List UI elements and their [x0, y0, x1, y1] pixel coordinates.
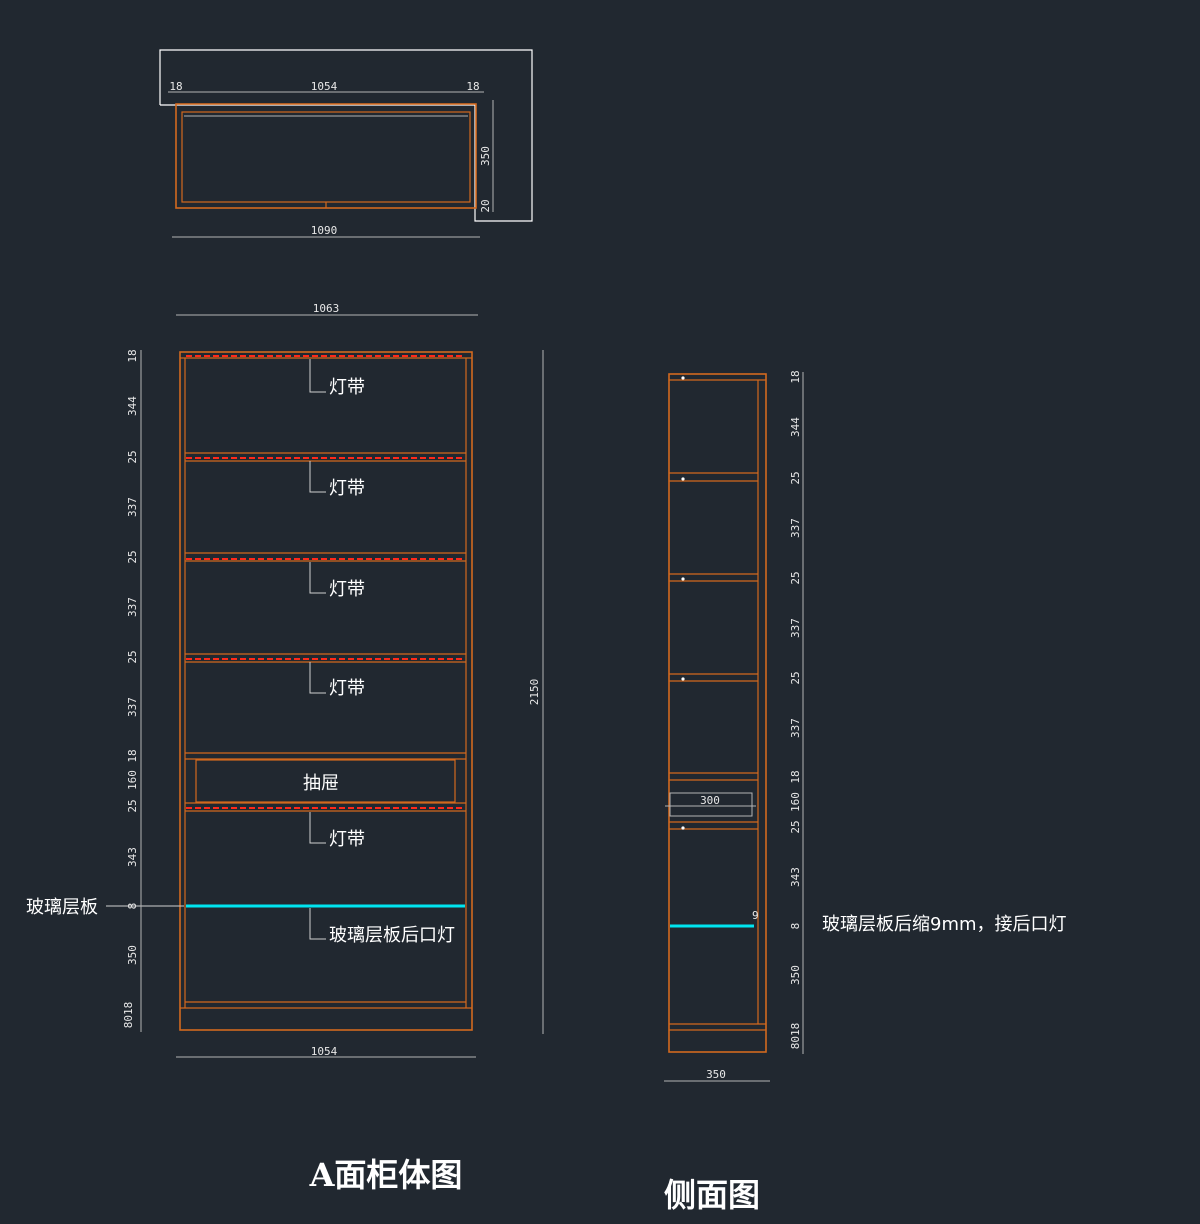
led-dot — [681, 376, 685, 380]
led-dot — [681, 577, 685, 581]
side-glass-note: 玻璃层板后缩9mm，接后口灯 — [822, 914, 1067, 935]
plan-cabinet-inner — [181, 111, 471, 203]
led-label: 灯带 — [329, 377, 365, 398]
front-vdim: 25 — [126, 450, 139, 463]
led-label: 灯带 — [329, 678, 365, 699]
plan-dim-total: 1090 — [311, 224, 338, 237]
plan-dim-left: 18 — [169, 80, 182, 93]
side-vdim: 25 — [789, 671, 802, 684]
side-drawer-box — [669, 792, 753, 817]
led-label: 灯带 — [329, 579, 365, 600]
front-vdim: 337 — [126, 597, 139, 617]
plan-dim-mid: 1054 — [311, 80, 338, 93]
side-dim-glass-offset: 9 — [752, 909, 759, 922]
plan-wall-outline — [159, 49, 533, 222]
led-label: 灯带 — [329, 478, 365, 499]
front-vdim: 350 — [126, 945, 139, 965]
led-dot — [681, 677, 685, 681]
front-vdim: 25 — [126, 799, 139, 812]
side-view-title: 侧面图 — [664, 1176, 760, 1214]
side-vdim: 25 — [789, 471, 802, 484]
front-dim-width-bottom: 1054 — [311, 1045, 338, 1058]
side-vdim: 337 — [789, 518, 802, 538]
led-leader — [309, 562, 326, 594]
glass-shelf-label: 玻璃层板 — [26, 897, 98, 918]
plan-view: 18 1054 18 350 20 1090 — [159, 49, 533, 238]
front-cabinet-outline — [179, 351, 473, 1031]
front-drawer — [195, 759, 456, 803]
led-leader — [309, 359, 326, 393]
front-vdim: 25 — [126, 650, 139, 663]
led-leader — [309, 662, 326, 694]
side-elevation: 300 9 18 344 25 337 25 337 25 337 18 160… — [664, 370, 1067, 1082]
front-vdim: 25 — [126, 550, 139, 563]
led-label: 灯带 — [329, 829, 365, 850]
led-leader — [309, 461, 326, 493]
front-drawer-label: 抽屉 — [303, 773, 339, 794]
side-vdim: 343 — [789, 867, 802, 887]
side-vdim: 18 — [789, 370, 802, 383]
glass-light-label: 玻璃层板后口灯 — [329, 925, 455, 946]
plan-dim-back: 20 — [479, 199, 492, 212]
plan-dim-right: 18 — [466, 80, 479, 93]
side-vdim: 337 — [789, 718, 802, 738]
front-elevation: 1063 抽屉 灯带 灯带 灯带 — [26, 302, 544, 1058]
front-vdim: 18 — [126, 749, 139, 762]
led-dot — [681, 477, 685, 481]
side-vdim: 344 — [789, 417, 802, 437]
side-vdim: 160 — [789, 792, 802, 812]
side-dim-width: 350 — [706, 1068, 726, 1081]
front-vdim: 160 — [126, 770, 139, 790]
side-vdim: 8 — [789, 923, 802, 930]
front-vdim: 344 — [126, 396, 139, 416]
front-view-title: A面柜体图 — [309, 1156, 463, 1194]
front-dim-width-top: 1063 — [313, 302, 340, 315]
front-vdim: 337 — [126, 697, 139, 717]
front-vdim: 8 — [126, 903, 139, 910]
glass-light-leader — [309, 908, 326, 940]
side-dim-drawer-depth: 300 — [700, 794, 720, 807]
side-vdim: 8018 — [789, 1023, 802, 1050]
side-vdim: 25 — [789, 571, 802, 584]
side-vdim: 18 — [789, 770, 802, 783]
front-vdim: 8018 — [122, 1002, 135, 1029]
side-vdim: 337 — [789, 618, 802, 638]
led-leader — [309, 812, 326, 844]
side-vdim: 350 — [789, 965, 802, 985]
plan-dim-depth: 350 — [479, 146, 492, 166]
side-vdim: 25 — [789, 820, 802, 833]
led-dot — [681, 826, 685, 830]
front-dim-height: 2150 — [528, 679, 541, 706]
plan-cabinet-outline — [175, 103, 477, 209]
front-vdim: 343 — [126, 847, 139, 867]
front-vdim: 18 — [126, 349, 139, 362]
side-cabinet-outline — [668, 373, 767, 1053]
front-vdim: 337 — [126, 497, 139, 517]
